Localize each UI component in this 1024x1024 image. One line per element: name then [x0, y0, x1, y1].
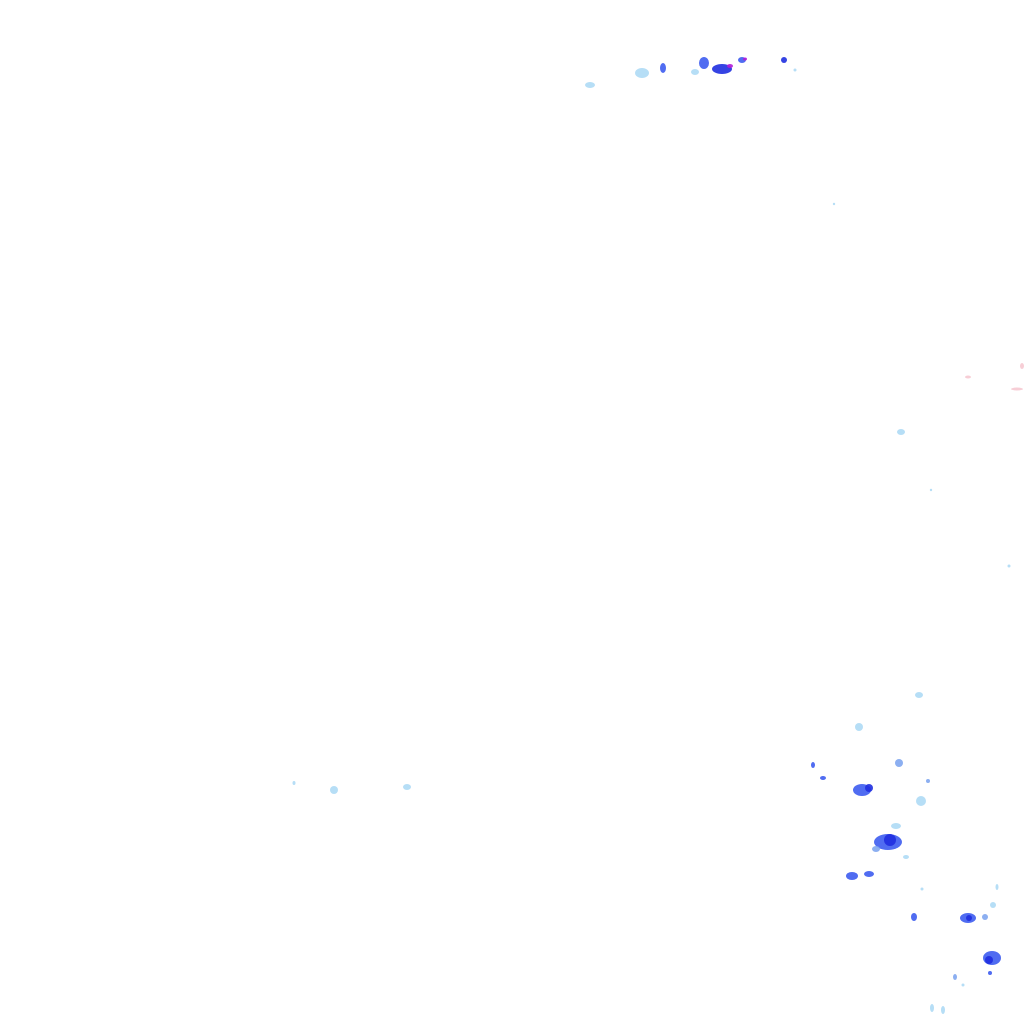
echo-cell [995, 884, 999, 890]
echo-cell [699, 57, 709, 69]
echo-cell [832, 202, 836, 206]
echo-cluster-north [585, 57, 797, 88]
echo-cell [855, 723, 863, 731]
echo-cell [872, 846, 880, 852]
echo-cell [920, 887, 924, 891]
echo-cell [911, 913, 917, 921]
echo-cell [1007, 564, 1011, 568]
echo-cell [820, 776, 826, 780]
echo-cell [585, 82, 595, 88]
echo-cell [966, 915, 972, 921]
echo-cell [865, 784, 873, 792]
echo-cluster-east [832, 202, 1024, 568]
echo-cluster-southeast [811, 692, 1001, 1014]
echo-cell [864, 871, 874, 877]
echo-cell [743, 57, 747, 61]
echo-cell [403, 784, 411, 790]
echo-cell [1020, 363, 1024, 369]
echo-cell [846, 872, 858, 880]
echo-cell [330, 786, 338, 794]
echo-cell [292, 781, 296, 785]
echo-cell [884, 834, 896, 846]
echo-cell [990, 902, 996, 908]
echo-cell [915, 692, 923, 698]
echo-cell [926, 779, 930, 783]
echo-cell [982, 914, 988, 920]
echo-cell [635, 68, 649, 78]
echo-cell [811, 762, 815, 768]
echo-cell [1011, 387, 1023, 391]
echo-cell [895, 759, 903, 767]
echo-cell [988, 971, 992, 975]
echo-cell [891, 823, 901, 829]
echo-cell [781, 57, 787, 63]
echo-cell [897, 429, 905, 435]
echo-cell [965, 375, 971, 379]
echo-cell [691, 69, 699, 75]
echo-cell [929, 488, 933, 492]
echo-cell [903, 855, 909, 859]
echo-cell [985, 956, 993, 964]
echo-cell [941, 1006, 945, 1014]
echo-cell [953, 974, 957, 980]
echo-cell [727, 64, 733, 68]
echo-cell [930, 1004, 934, 1012]
echo-cluster-southwest [292, 781, 411, 794]
echo-cell [916, 796, 926, 806]
echo-cell [660, 63, 666, 73]
echo-cell [793, 68, 797, 72]
echo-cell [712, 64, 732, 74]
echo-cell [961, 983, 965, 987]
